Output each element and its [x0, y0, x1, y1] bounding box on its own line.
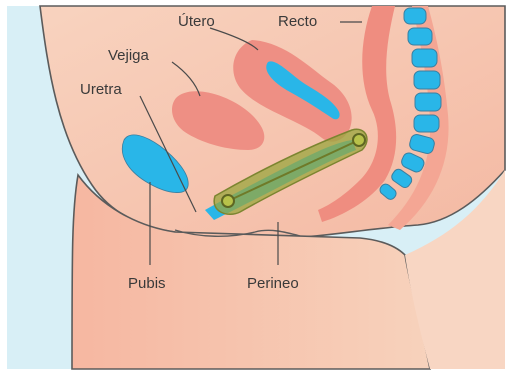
- label-vejiga: Vejiga: [108, 47, 150, 64]
- label-pubis: Pubis: [128, 275, 166, 292]
- label-uretra: Uretra: [80, 81, 122, 98]
- pelvic-floor-point-back: [353, 134, 365, 146]
- label-recto: Recto: [278, 13, 317, 30]
- pelvic-floor-point-front: [222, 195, 234, 207]
- label-perineo: Perineo: [247, 275, 299, 292]
- label-utero: Útero: [178, 13, 215, 30]
